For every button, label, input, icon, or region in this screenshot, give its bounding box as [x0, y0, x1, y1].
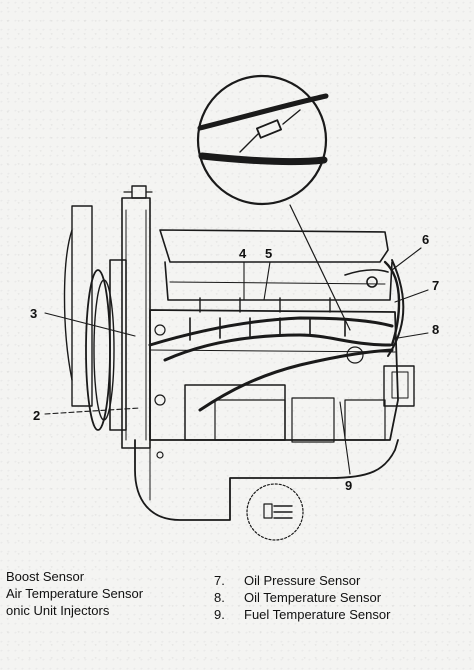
callout-6: 6 [422, 232, 429, 247]
engine-line-drawing: 2 3 4 5 6 7 8 9 [30, 74, 439, 541]
callout-3: 3 [30, 306, 37, 321]
legend-label: Fuel Temperature Sensor [244, 607, 391, 622]
sensor-inset-circle [246, 483, 304, 541]
legend-number: 9. [214, 607, 225, 622]
legend-item: Boost Sensor [6, 568, 143, 585]
front-pulley-assembly [63, 185, 153, 449]
legend-number: 7. [214, 573, 225, 588]
legend-label: Oil Temperature Sensor [244, 590, 382, 605]
legend-label: Oil Pressure Sensor [244, 573, 361, 588]
leader-lines [44, 247, 429, 475]
legend-number: 8. [214, 590, 225, 605]
legend-label: onic Unit Injectors [6, 603, 110, 618]
detail-magnifier-circle [196, 74, 351, 331]
legend-item: onic Unit Injectors [6, 602, 143, 619]
legend-item: 9. Fuel Temperature Sensor [214, 606, 390, 623]
wiring-harness [148, 259, 405, 412]
callout-7: 7 [432, 278, 439, 293]
legend-label: Boost Sensor [6, 569, 85, 584]
legend-right: 7. Oil Pressure Sensor 8. Oil Temperature … [214, 572, 390, 623]
engine-block [149, 309, 415, 443]
callout-9: 9 [345, 478, 352, 493]
callout-2: 2 [33, 408, 40, 423]
callout-4: 4 [239, 246, 247, 261]
oil-pan [134, 439, 399, 521]
legend-item: 8. Oil Temperature Sensor [214, 589, 390, 606]
legend-label: Air Temperature Sensor [6, 586, 144, 601]
injector-harness [189, 269, 389, 341]
legend-left: Boost Sensor Air Temperature Sensor onic… [6, 568, 143, 619]
callout-5: 5 [265, 246, 272, 261]
legend-item: 7. Oil Pressure Sensor [214, 572, 390, 589]
legend-item: Air Temperature Sensor [6, 585, 143, 602]
valve-cover [159, 229, 393, 313]
callout-8-lower: 8 [432, 322, 439, 337]
